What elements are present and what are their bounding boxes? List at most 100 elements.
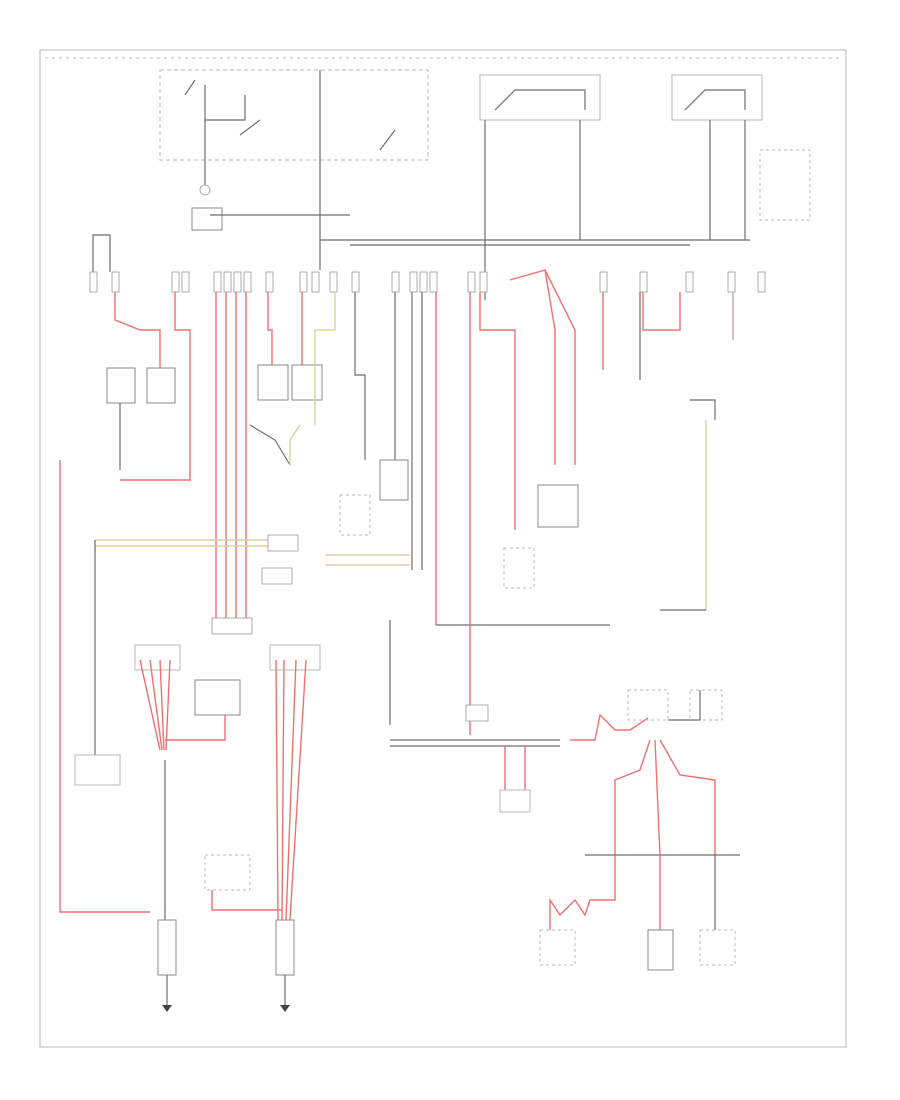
right-upper-branch [479, 269, 734, 611]
lower-right-module-3 [699, 929, 736, 966]
fuse-19 [479, 271, 488, 293]
lower-right-module-1 [539, 929, 576, 966]
fuse-20 [599, 271, 608, 293]
lower-connector-frame-1 [134, 644, 181, 671]
left-relay-2 [146, 367, 176, 404]
bundle-connector [211, 617, 253, 635]
fuse-13 [351, 271, 360, 293]
yellow-harness [94, 534, 410, 755]
fuse-1 [89, 271, 98, 293]
fuse-2 [111, 271, 120, 293]
lower-dashed-relay [204, 854, 251, 891]
starter-aux-wire [668, 690, 701, 721]
right-switch [690, 399, 716, 420]
fuse-12 [329, 271, 338, 293]
mid-ground-connector [499, 789, 531, 813]
left-relay-1 [106, 367, 136, 404]
battery-1 [157, 919, 177, 976]
fuse-10 [299, 271, 308, 293]
fuse-row [89, 271, 766, 293]
starter-relay [627, 689, 669, 721]
thick-red-4 [289, 659, 307, 921]
left-red-wire-1 [114, 292, 161, 368]
lower-relay-box [194, 679, 241, 716]
fan-wire-3 [159, 659, 165, 751]
right-red-5 [642, 292, 681, 331]
ignition-switch-housing [159, 69, 429, 161]
yellow-connector-1 [267, 534, 299, 552]
diagram-frame [39, 49, 847, 1048]
left-fuse-loop [92, 234, 111, 272]
fuse-17 [429, 271, 438, 293]
right-red-1 [479, 292, 516, 530]
mid-relay [379, 459, 409, 501]
centre-harness-2 [289, 424, 301, 465]
relay-housing-1 [479, 74, 601, 121]
right-red-3 [544, 269, 576, 465]
starter-feed [570, 713, 649, 741]
mid-wire-1 [354, 292, 366, 460]
yellow-connector-2 [261, 567, 293, 585]
fuse-23 [727, 271, 736, 293]
lower-switch [74, 754, 121, 786]
fuse-15 [409, 271, 418, 293]
centre-components [249, 292, 336, 466]
thick-red-1 [275, 659, 279, 921]
fan-wire-4 [165, 659, 171, 751]
fuse-6 [223, 271, 232, 293]
fuse-7 [233, 271, 242, 293]
fuse-4 [181, 271, 190, 293]
battery-1-ground-icon [162, 1005, 172, 1012]
right-module-1 [537, 484, 579, 528]
ignition-switch-area [159, 69, 429, 270]
lower-left-battery-area [74, 644, 241, 1012]
right-dashed-module [503, 547, 535, 589]
lower-connector-frame-2 [269, 644, 321, 671]
lower-zig-wire [549, 855, 616, 930]
switch-lever-1 [184, 79, 196, 96]
mid-dashed-module [339, 494, 371, 536]
branch-red-3 [659, 739, 716, 855]
battery-2-ground-icon [280, 1005, 290, 1012]
fuse-11 [311, 271, 320, 293]
switch-contact-1 [204, 85, 246, 121]
lower-relay-feed [211, 890, 282, 911]
relay-1-contact [494, 89, 586, 111]
centre-yellow-1 [314, 292, 336, 425]
battery-2 [275, 919, 295, 976]
fuse-16 [419, 271, 428, 293]
mid-modules [339, 292, 610, 626]
relay-feed [165, 715, 226, 741]
relay-housing-2 [671, 74, 763, 121]
right-lower-connector [465, 704, 489, 722]
left-components [59, 234, 191, 913]
ignition-control-box [191, 207, 223, 231]
fuse-21 [639, 271, 648, 293]
right-red-2 [509, 269, 556, 465]
fuse-14 [391, 271, 400, 293]
lower-centre-battery-area [204, 644, 321, 1012]
centre-relay-2 [291, 364, 323, 401]
left-long-red [59, 460, 150, 913]
lower-right-area [465, 292, 740, 971]
switch-lamp [199, 184, 211, 196]
switch-lever-2 [239, 119, 261, 136]
fuse-8 [243, 271, 252, 293]
relay-2-aux [759, 149, 811, 221]
fan-wire-1 [139, 659, 161, 751]
fuse-9 [265, 271, 274, 293]
fuse-5 [213, 271, 222, 293]
relay-box-2 [671, 74, 811, 240]
fan-wire-2 [149, 659, 163, 751]
fuse-18 [467, 271, 476, 293]
branch-red-2 [654, 739, 661, 856]
centre-relay-1 [257, 364, 289, 401]
lower-right-module-2 [647, 929, 674, 971]
branch-red-1 [614, 739, 651, 855]
centre-harness-1 [249, 424, 291, 466]
switch-lever-3 [379, 129, 396, 151]
thick-red-2 [281, 659, 285, 921]
relay-2-contact [684, 89, 746, 111]
left-red-wire-2 [120, 292, 191, 481]
